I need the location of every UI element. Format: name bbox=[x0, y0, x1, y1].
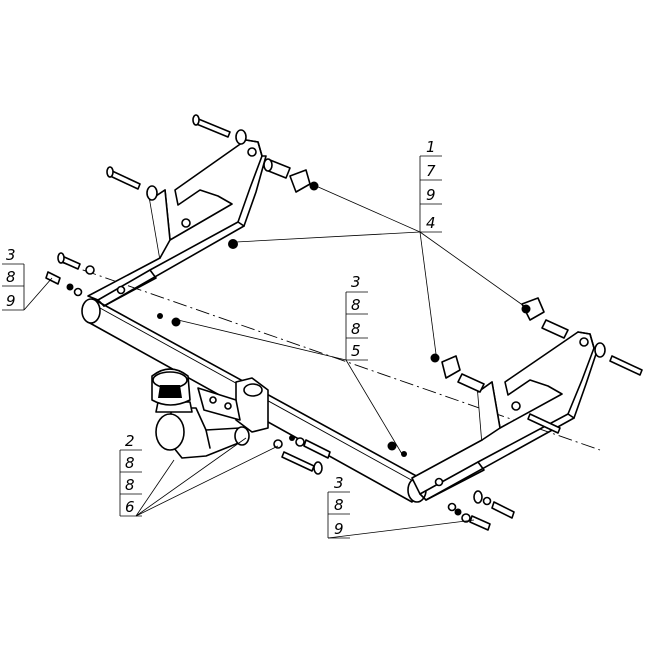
bolt-left-1 bbox=[57, 252, 95, 275]
tow-ball bbox=[151, 368, 193, 451]
callout-center: 3 8 8 5 bbox=[345, 273, 368, 361]
callout-bottom-right-3: 9 bbox=[334, 520, 344, 538]
nut-beam-left bbox=[171, 317, 181, 327]
left-bracket bbox=[87, 139, 267, 307]
nut-beam-right-2 bbox=[401, 451, 407, 457]
callout-center-4: 5 bbox=[351, 342, 361, 360]
callout-bottom-left-4: 6 bbox=[125, 498, 135, 516]
bolt-right-lower bbox=[527, 413, 561, 434]
callout-bottom-right-2: 8 bbox=[334, 496, 344, 514]
callout-bottom-right-1: 3 bbox=[334, 474, 344, 492]
callout-bottom-left: 2 8 8 6 bbox=[119, 432, 142, 517]
bolt-bottom-center bbox=[273, 435, 331, 475]
bolt-upper-left-2 bbox=[106, 166, 158, 201]
right-bracket bbox=[411, 331, 599, 501]
callout-top-right-3: 9 bbox=[426, 186, 436, 204]
bolt-right-long bbox=[594, 342, 643, 376]
callout-top-right-4: 4 bbox=[426, 214, 436, 232]
callout-bottom-right: 3 8 9 bbox=[327, 474, 350, 539]
nut-beam-left-2 bbox=[157, 313, 163, 319]
hitch-mount-plate bbox=[197, 377, 269, 433]
spacer-mid-right bbox=[430, 353, 485, 393]
nut-beam-right bbox=[387, 441, 397, 451]
callout-left: 3 8 9 bbox=[2, 246, 25, 311]
spacer-top bbox=[263, 158, 319, 193]
callout-top-right: 1 7 9 4 bbox=[419, 138, 442, 233]
callout-bottom-left-3: 8 bbox=[125, 476, 135, 494]
nut-left-bracket bbox=[228, 239, 238, 249]
bolt-bottom-right bbox=[447, 490, 515, 531]
spacer-right bbox=[521, 297, 569, 339]
callout-left-1: 3 bbox=[6, 246, 16, 264]
tow-ball-neck bbox=[165, 407, 250, 459]
callout-center-3: 8 bbox=[351, 320, 361, 338]
bolt-left-2 bbox=[45, 271, 83, 297]
callout-top-right-2: 7 bbox=[426, 162, 436, 180]
leader-lines bbox=[23, 185, 525, 539]
callout-top-right-1: 1 bbox=[426, 138, 436, 156]
bolt-upper-left-1 bbox=[192, 114, 247, 145]
callout-bottom-left-2: 8 bbox=[125, 454, 135, 472]
callout-bottom-left-1: 2 bbox=[125, 432, 135, 450]
callout-center-2: 8 bbox=[351, 296, 361, 314]
callout-left-2: 8 bbox=[6, 268, 16, 286]
callout-left-3: 9 bbox=[6, 292, 16, 310]
callout-center-1: 3 bbox=[351, 273, 361, 291]
